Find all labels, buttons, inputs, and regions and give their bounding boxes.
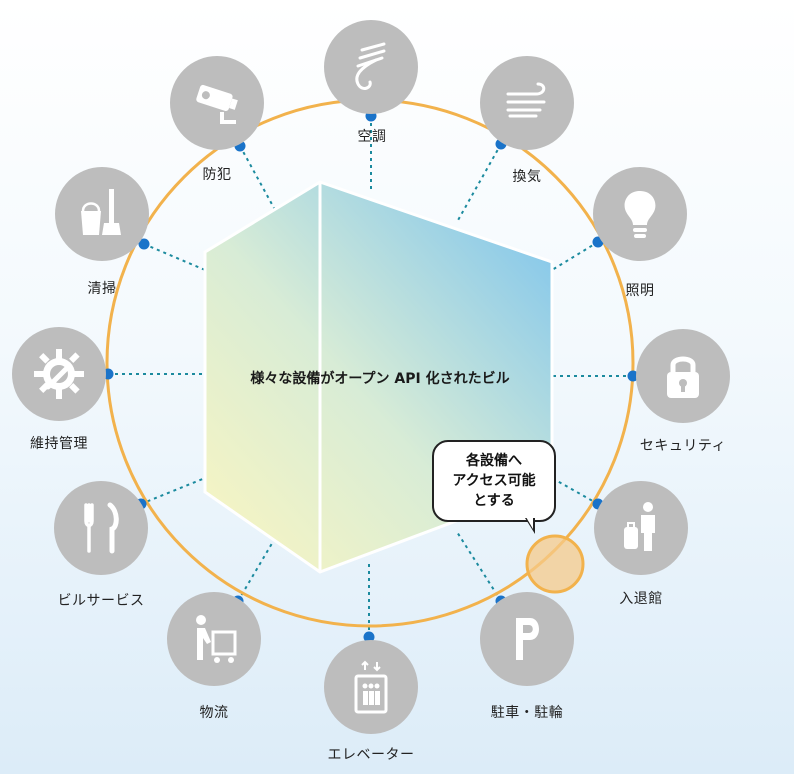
service-ventilation [480,56,574,150]
connector-lines [108,116,633,637]
service-elevator [324,640,418,734]
bucket-broom-icon [81,189,121,235]
service-label-elevator: エレベーター [327,747,415,763]
callout-bubble: 各設備へ アクセス可能 とする [432,440,556,522]
service-label-ventilation: 換気 [512,169,542,185]
service-building-service [54,481,148,575]
node-elevator [363,631,375,643]
fork-knife-icon [84,502,119,554]
connector-cleaning [143,243,206,271]
gear-wrench-icon [34,349,84,399]
callout-line-1: 各設備へ [466,453,522,469]
service-label-cleaning: 清掃 [87,281,117,297]
cart-icon [196,615,237,663]
elevator-icon [354,660,388,714]
node-cleaning [138,238,150,250]
person-luggage-icon [624,502,655,551]
connector-entry [551,477,599,505]
service-logistics [167,592,261,686]
service-lighting [593,167,687,261]
service-label-entry: 入退館 [619,591,663,607]
callout-line-3: とする [473,493,515,509]
connector-building-service [140,477,206,505]
service-label-maintenance: 維持管理 [30,436,88,452]
connector-ventilation [456,143,502,223]
service-label-parking: 駐車・駐輪 [490,705,564,721]
node-security [627,370,639,382]
connector-crime-prevention [239,145,275,209]
connector-lighting [551,241,599,271]
service-entry [594,481,688,575]
service-label-aircon: 空調 [357,129,387,145]
service-label-lighting: 照明 [625,283,655,299]
connector-parking [456,531,502,602]
service-label-logistics: 物流 [199,705,229,721]
lock-icon [667,356,699,398]
center-label: 様々な設備がオープン API 化されたビル [250,371,510,387]
service-parking [480,592,574,686]
light-bulb-icon [624,191,656,238]
service-label-building-service: ビルサービス [57,593,145,609]
airflow-icon [506,82,546,118]
connector-logistics [237,539,275,602]
callout-tail-inner [526,517,533,529]
service-label-crime-prevention: 防犯 [202,167,232,183]
service-security [636,329,730,423]
highlight-circle [525,534,585,594]
service-aircon [324,20,418,114]
wind-icon [355,42,386,90]
service-cleaning [55,167,149,261]
service-crime-prevention [170,56,264,150]
camera-icon [196,84,238,124]
service-maintenance [12,327,106,421]
parking-icon [516,618,539,660]
service-label-security: セキュリティ [639,438,727,454]
callout-line-2: アクセス可能 [452,473,536,489]
